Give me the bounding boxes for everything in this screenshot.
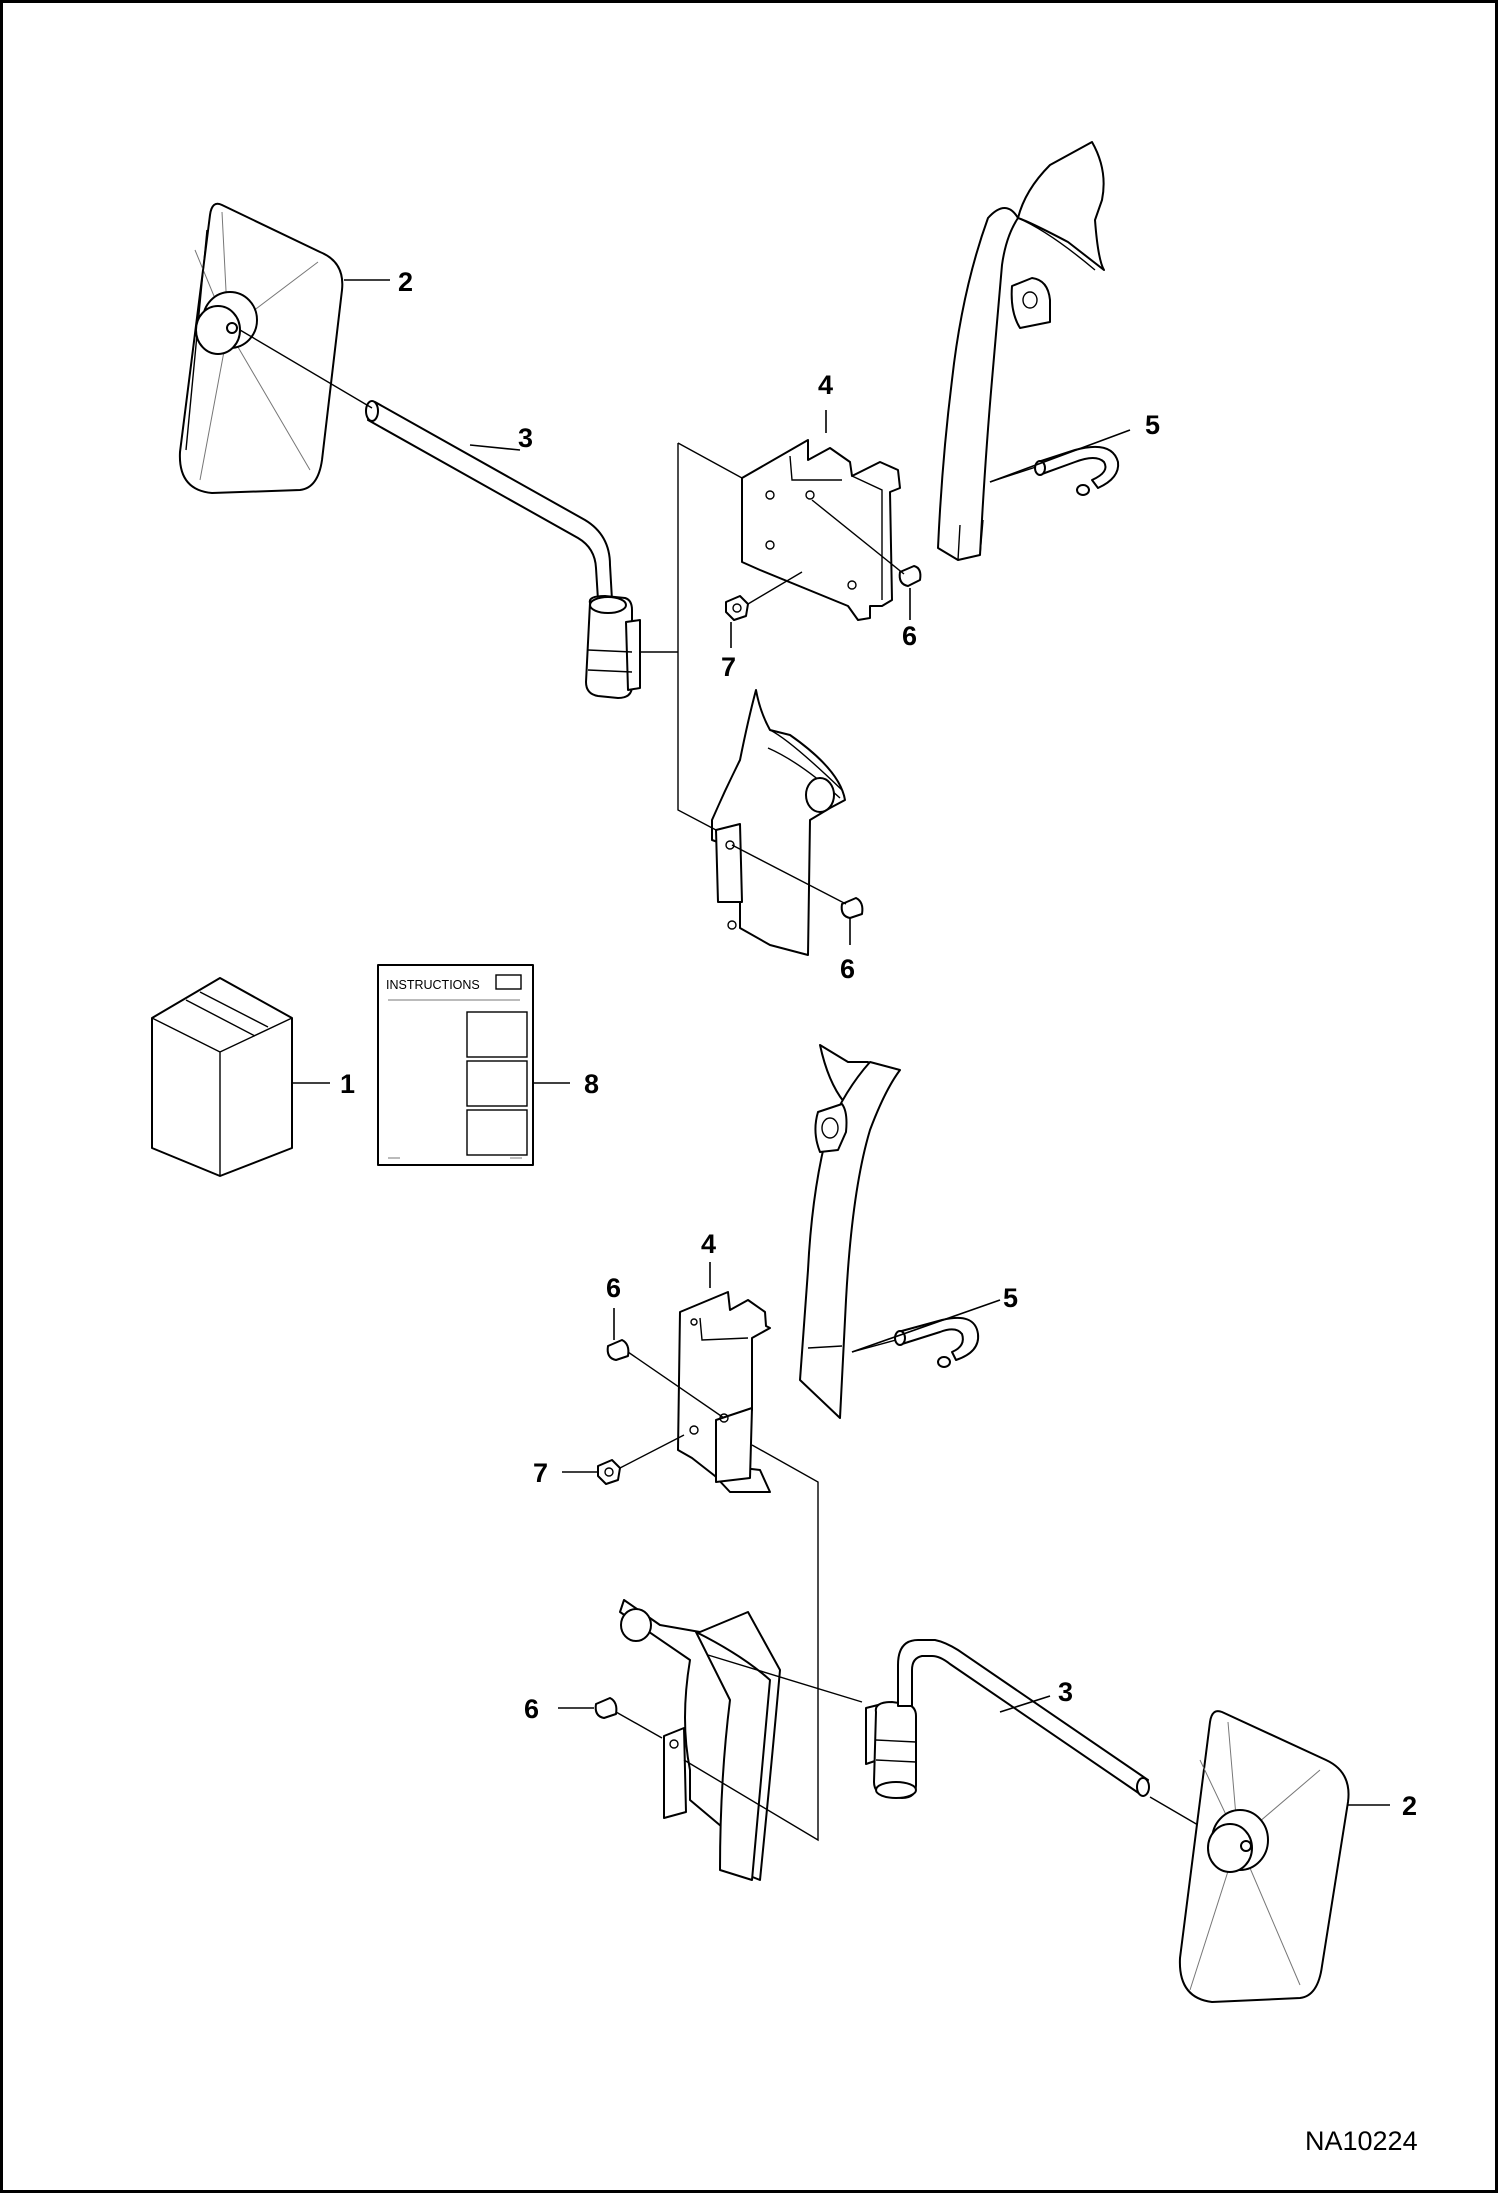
reference-code: NA10224 <box>1305 2126 1418 2156</box>
rops-post-lower <box>799 1044 901 1419</box>
callout-8-instructions: 8 <box>584 1069 599 1099</box>
mirror-upper <box>178 202 344 494</box>
mirror-clamp-lower <box>865 1701 917 1799</box>
callout-5-upper: 5 <box>1145 410 1160 440</box>
kit-box <box>151 977 293 1177</box>
bracket-upper <box>741 439 901 621</box>
mirror-lower <box>1178 1710 1350 2003</box>
u-clip-upper <box>989 446 1120 496</box>
callout-7-lower: 7 <box>533 1458 548 1488</box>
callout-6-lower-a: 6 <box>606 1273 621 1303</box>
callout-4-upper: 4 <box>818 370 833 400</box>
callout-1-box: 1 <box>340 1069 355 1099</box>
callout-3-upper: 3 <box>518 423 533 453</box>
callout-7-upper: 7 <box>721 652 736 682</box>
mirror-clamp-upper <box>585 595 641 699</box>
bracket-lower <box>677 1291 771 1493</box>
callout-6-lower-b: 6 <box>524 1694 539 1724</box>
instructions-booklet: INSTRUCTIONS <box>377 964 534 1166</box>
bolt-lower-b <box>594 1697 663 1739</box>
callout-5-lower: 5 <box>1003 1283 1018 1313</box>
callout-2-upper: 2 <box>398 267 413 297</box>
bolt-lower-a <box>606 1339 725 1419</box>
rops-post-upper <box>937 141 1105 561</box>
nut-upper <box>725 571 803 621</box>
mount-plate-lower <box>619 1599 781 1881</box>
callout-6-upper-b: 6 <box>840 954 855 984</box>
u-clip-lower <box>851 1316 980 1368</box>
callout-4-lower: 4 <box>701 1229 716 1259</box>
nut-lower <box>597 1434 685 1485</box>
bolt-upper-a <box>811 499 922 587</box>
callout-3-lower: 3 <box>1058 1677 1073 1707</box>
callout-2-lower: 2 <box>1402 1791 1417 1821</box>
connect-line-lower <box>683 1444 863 1842</box>
mirror-arm-lower <box>897 1639 1211 1833</box>
bolt-upper-b <box>731 844 864 919</box>
instructions-label: INSTRUCTIONS <box>386 978 480 992</box>
mount-plate-upper <box>711 689 846 956</box>
connect-line-upper <box>640 442 743 831</box>
leader-lines <box>292 279 1390 1806</box>
callout-6-upper-a: 6 <box>902 621 917 651</box>
